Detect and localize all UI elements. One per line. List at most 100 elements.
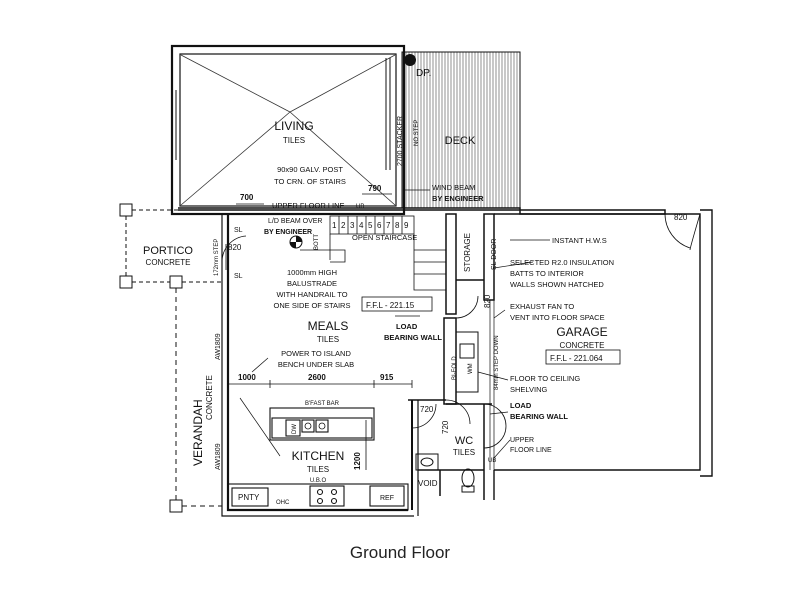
dim-aw1809-b: AW1809: [215, 443, 222, 470]
dimension-lines: [225, 193, 413, 470]
stair-number: 5: [368, 221, 373, 230]
dim-820-garage: 820: [674, 213, 688, 222]
insulation-2: BATTS TO INTERIOR: [510, 269, 584, 278]
balustrade-3: WITH HANDRAIL TO: [276, 290, 347, 299]
stair-number: 3: [350, 221, 355, 230]
stair-number: 9: [404, 221, 409, 230]
garage-side-door-arc: [664, 213, 691, 249]
open-staircase: OPEN STAIRCASE: [352, 233, 417, 242]
sl-door-note: SL DOOR: [491, 239, 498, 270]
bfast-bar: B'FAST BAR: [305, 401, 340, 407]
dim-aw1809-a: AW1809: [215, 333, 222, 360]
living-finish: TILES: [283, 136, 305, 145]
lb-beam-1: L/D BEAM OVER: [268, 218, 322, 225]
dim-1000: 1000: [238, 373, 256, 382]
power-2: BENCH UNDER SLAB: [278, 360, 354, 369]
insulation-1: SELECTED R2.0 INSULATION: [510, 258, 614, 267]
ub-note: UB: [356, 204, 364, 210]
balustrade-4: ONE SIDE OF STAIRS: [274, 301, 351, 310]
meals-finish: TILES: [317, 335, 339, 344]
wind-beam-2: BY ENGINEER: [432, 194, 484, 203]
balustrade-1: 1000mm HIGH: [287, 268, 337, 277]
kitchen-island: [269, 407, 375, 441]
ub-note-2: UB: [488, 458, 496, 464]
ffl-garage: F.F.L - 221.064: [550, 354, 603, 363]
portico-finish: CONCRETE: [146, 258, 191, 267]
dim-720-a: 720: [420, 405, 434, 414]
living-name: LIVING: [274, 119, 313, 133]
wm-note: WM: [468, 363, 474, 374]
bi-fold-note: BI-FOLD: [452, 356, 458, 380]
stair-number: 4: [359, 221, 364, 230]
leader-lines: [239, 189, 550, 459]
lb-beam-2: BY ENGINEER: [264, 229, 312, 236]
ffl-garage-box: [545, 349, 621, 365]
room-labels: LIVING TILES DECK PORTICO CONCRETE MEALS…: [143, 119, 608, 502]
exhaust-2: VENT INTO FLOOR SPACE: [510, 313, 605, 322]
no-step-note: NO STEP: [414, 120, 420, 146]
meals-name: MEALS: [308, 319, 349, 333]
load-bearing-4: BEARING WALL: [510, 412, 568, 421]
load-bearing-3: LOAD: [510, 401, 532, 410]
dim-700: 700: [240, 193, 254, 202]
dim-1200: 1200: [353, 452, 362, 470]
load-bearing-1: LOAD: [396, 322, 418, 331]
living-windows: [175, 58, 391, 170]
garage-hatch: [489, 300, 495, 470]
garage-door-arc: [689, 213, 701, 251]
kitchen-bench: [227, 483, 409, 511]
load-bearing-2: BEARING WALL: [384, 333, 442, 342]
dim-820-laundry: 820: [483, 294, 492, 308]
sink-icon: [304, 422, 326, 430]
step-portico-note: 172mm STEP: [214, 239, 220, 276]
stacker-note: 2700 STACKER: [397, 116, 404, 166]
kitchen-finish: TILES: [307, 465, 329, 474]
power-1: POWER TO ISLAND: [281, 349, 351, 358]
stair-number: 7: [386, 221, 391, 230]
bott-note: BOTT: [314, 234, 320, 250]
ffl-meals: F.F.L - 221.15: [366, 301, 415, 310]
front-door: [221, 235, 247, 263]
upper-floor-line-2b: FLOOR LINE: [510, 447, 552, 454]
stair-number: 1: [332, 221, 337, 230]
verandah-finish: CONCRETE: [205, 375, 214, 420]
upper-floor-line: UPPER FLOOR LINE: [272, 201, 345, 210]
garage-name: GARAGE: [556, 325, 607, 339]
dim-2600: 2600: [308, 373, 326, 382]
downpipe-label: DP.: [416, 68, 431, 79]
plan-caption: Ground Floor: [349, 543, 451, 562]
wc-name: WC: [455, 435, 473, 447]
step-down-note: 84mm STEP DOWN: [494, 335, 500, 390]
plan-notes: 2700 STACKER NO STEP 90x90 GALV. POST TO…: [214, 116, 621, 506]
void-name: VOID: [418, 479, 438, 488]
deck-name: DECK: [445, 135, 476, 147]
stair-numbers: 1 2 3 4 5 6 7 8 9: [332, 221, 409, 230]
exhaust-1: EXHAUST FAN TO: [510, 302, 574, 311]
insulation-3: WALLS SHOWN HATCHED: [510, 280, 604, 289]
dw-note: DW: [292, 424, 298, 434]
interior-walls: [408, 213, 495, 500]
verandah-name: VERANDAH: [191, 399, 205, 466]
post-note-2: TO CRN. OF STAIRS: [274, 177, 346, 186]
stair-number: 8: [395, 221, 400, 230]
ohc-note: OHC: [276, 500, 290, 506]
dim-720-b: 720: [441, 420, 450, 434]
portico-name: PORTICO: [143, 245, 193, 257]
wc-fixtures: [415, 453, 475, 493]
stair-number: 6: [377, 221, 382, 230]
instant-hws: INSTANT H.W.S: [552, 236, 607, 245]
living-roof-lines: [180, 54, 396, 206]
post-note-1: 90x90 GALV. POST: [277, 165, 343, 174]
floor-ceiling-1: FLOOR TO CEILING: [510, 374, 580, 383]
floor-ceiling-2: SHELVING: [510, 385, 548, 394]
dim-915: 915: [380, 373, 394, 382]
stair-number: 2: [341, 221, 346, 230]
kitchen-name: KITCHEN: [292, 449, 345, 463]
ref-note: REF: [380, 495, 394, 502]
dim-790: 790: [368, 184, 382, 193]
ffl-meals-box: [361, 296, 433, 312]
deck-area: [401, 51, 521, 209]
verandah-structure: [169, 288, 222, 513]
wc-finish: TILES: [453, 448, 475, 457]
